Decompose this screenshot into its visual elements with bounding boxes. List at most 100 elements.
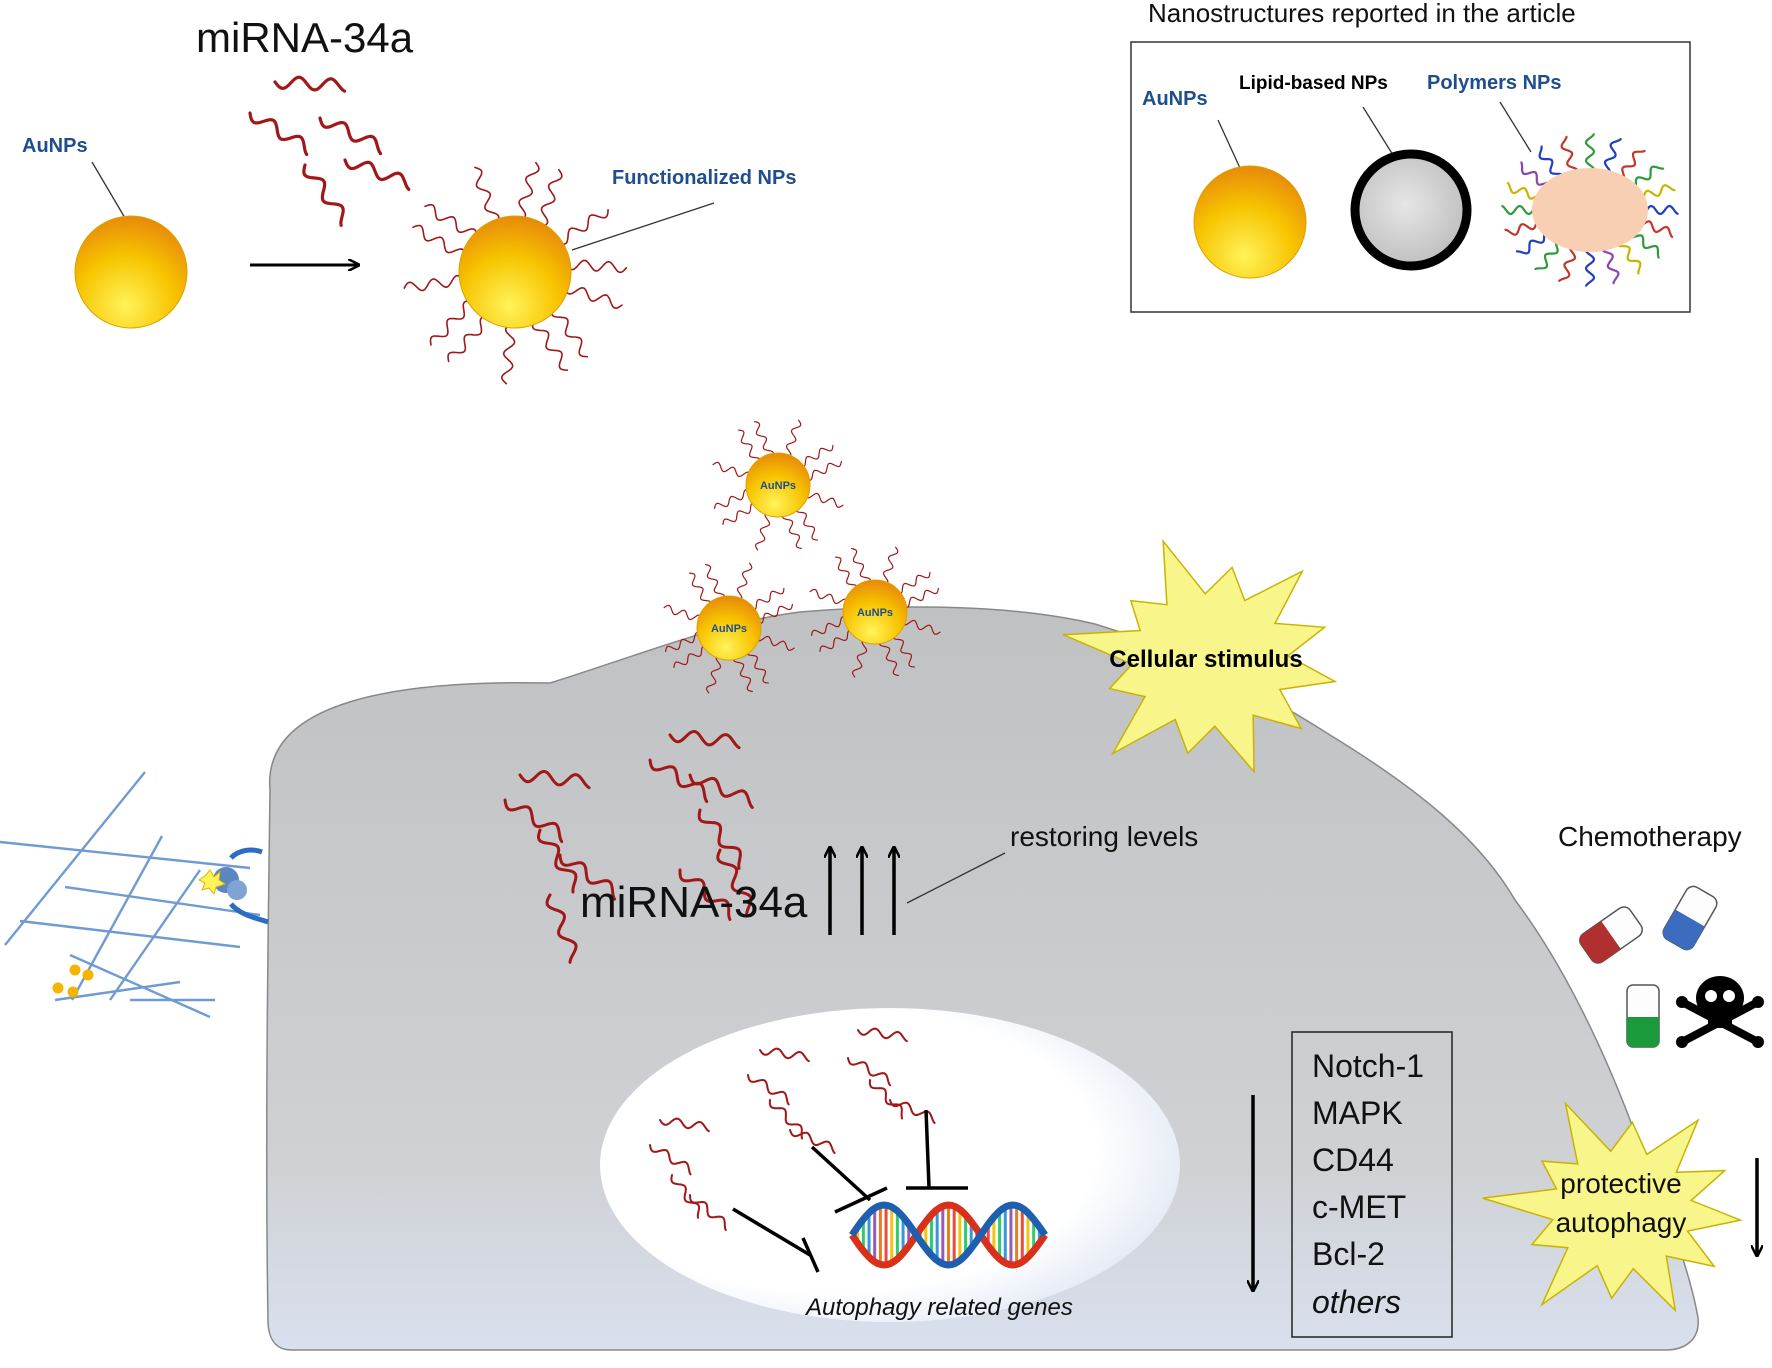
mirna-strand: [565, 259, 628, 274]
mirna-strand: [738, 429, 761, 466]
inhibition-lines: [732, 1109, 968, 1273]
aunp-label: AuNPs: [22, 135, 88, 157]
restoring-pointer: [906, 852, 1006, 904]
approaching-nps: [663, 419, 941, 694]
target-others: others: [1312, 1284, 1401, 1320]
target-cmet: c-MET: [1312, 1189, 1406, 1225]
mirna-strand: [851, 548, 871, 586]
np-label-3: AuNPs: [857, 607, 893, 619]
mirna-strand: [1560, 135, 1579, 178]
free-mirna-strands: [248, 75, 411, 227]
legend-polymer-label: Polymers NPs: [1427, 72, 1562, 94]
mirna-strand: [531, 319, 569, 371]
mirna-strand: [248, 111, 309, 157]
legend-lipid-pointer: [1362, 106, 1394, 156]
mirna-strand: [429, 300, 473, 346]
mirna-strand: [746, 647, 769, 684]
mirna-strand: [785, 419, 802, 459]
mirna-strand: [474, 166, 500, 225]
mirna-strand: [851, 638, 868, 678]
mirna-strand: [563, 286, 623, 309]
mirna-strand: [789, 1129, 836, 1154]
mirna-strand: [670, 1174, 701, 1219]
mirna-strand: [540, 168, 563, 228]
mirna-strand: [447, 316, 490, 363]
mirna-strand: [403, 274, 465, 292]
mirna-strand: [1584, 244, 1596, 287]
autophagy-label: autophagy: [1556, 1207, 1687, 1238]
mirna-strand: [809, 588, 849, 605]
mirna-strand: [649, 1144, 692, 1176]
legend-polymer-particle: [1501, 133, 1679, 287]
functionalized-np: [403, 161, 628, 385]
mirna-strand: [518, 161, 540, 221]
mirna-strand: [795, 504, 818, 541]
mirna-strand: [648, 758, 709, 803]
mirna-strand: [722, 502, 759, 525]
legend-aunp-pointer: [1217, 119, 1241, 169]
mirna-strand: [782, 511, 802, 550]
functionalized-np-label: Functionalized NPs: [612, 167, 796, 189]
legend-aunp-particle: [1193, 165, 1307, 279]
mirna-strand: [712, 461, 752, 478]
target-bcl2: Bcl-2: [1312, 1236, 1385, 1272]
mirna-strand: [804, 460, 842, 481]
mirna-strand: [302, 163, 345, 227]
mirna-strand: [714, 489, 752, 509]
mirna-strand: [811, 616, 849, 636]
np-label-1: AuNPs: [760, 480, 796, 492]
pill-green: [1626, 984, 1660, 1048]
mirna-strand: [733, 654, 753, 693]
mirna-strand: [748, 587, 785, 611]
legend-polymer-pointer: [1499, 101, 1532, 153]
mirna-strand: [901, 619, 941, 635]
mirna-strand: [797, 444, 834, 468]
legend-aunp-label: AuNPs: [1142, 88, 1208, 110]
mirna-strand: [755, 603, 793, 624]
target-notch1: Notch-1: [1312, 1048, 1424, 1084]
mirna-strand: [673, 645, 710, 668]
gold-core: [745, 452, 811, 518]
mirna-strand: [747, 1074, 790, 1106]
dna-helix: [849, 1201, 1048, 1269]
mirna-strand: [819, 629, 856, 652]
target-mapk: MAPK: [1312, 1095, 1403, 1131]
mirna-strand: [755, 635, 795, 651]
mirna-strand: [689, 572, 712, 609]
gold-core: [696, 595, 762, 661]
functionalized-np-pointer: [571, 202, 715, 251]
mirna-strand: [318, 116, 383, 156]
cell-mirna-label: miRNA-34a: [580, 878, 808, 927]
autophagy-genes-label: Autophagy related genes: [804, 1294, 1073, 1321]
mirna-strand: [659, 1117, 710, 1133]
mirna-strand: [343, 158, 411, 191]
released-mirna: [503, 729, 754, 964]
ligand-dots: [52, 964, 94, 998]
legend-box: [1130, 41, 1691, 313]
mirna-strand: [768, 1099, 804, 1140]
mirna-strand: [412, 224, 467, 258]
mirna-strand: [545, 893, 578, 964]
target-cd44: CD44: [1312, 1142, 1394, 1178]
extracellular-matrix: [0, 771, 261, 1019]
mirna-strand: [678, 868, 732, 921]
nuclear-mirna: [649, 1027, 936, 1232]
mirna-strand: [689, 1194, 727, 1232]
mirna-strand: [804, 492, 844, 508]
aunp-pointer: [91, 161, 126, 219]
chemotherapy-label: Chemotherapy: [1558, 821, 1742, 852]
receptor: [198, 847, 269, 925]
mirna-strand: [879, 638, 899, 677]
polymer-core: [1532, 168, 1648, 252]
mirna-strand: [759, 1047, 810, 1063]
mirna-strand: [688, 773, 754, 809]
aunp-particle: [74, 215, 188, 329]
legend-lipid-particle: [1350, 149, 1472, 271]
skull-crossbones-icon: [1676, 976, 1764, 1048]
mirna-strand: [901, 587, 939, 608]
pill-red: [1579, 906, 1643, 964]
mirna-strand: [716, 848, 753, 917]
mirna-title: miRNA-34a: [196, 14, 414, 61]
mirna-strand: [889, 1099, 936, 1124]
